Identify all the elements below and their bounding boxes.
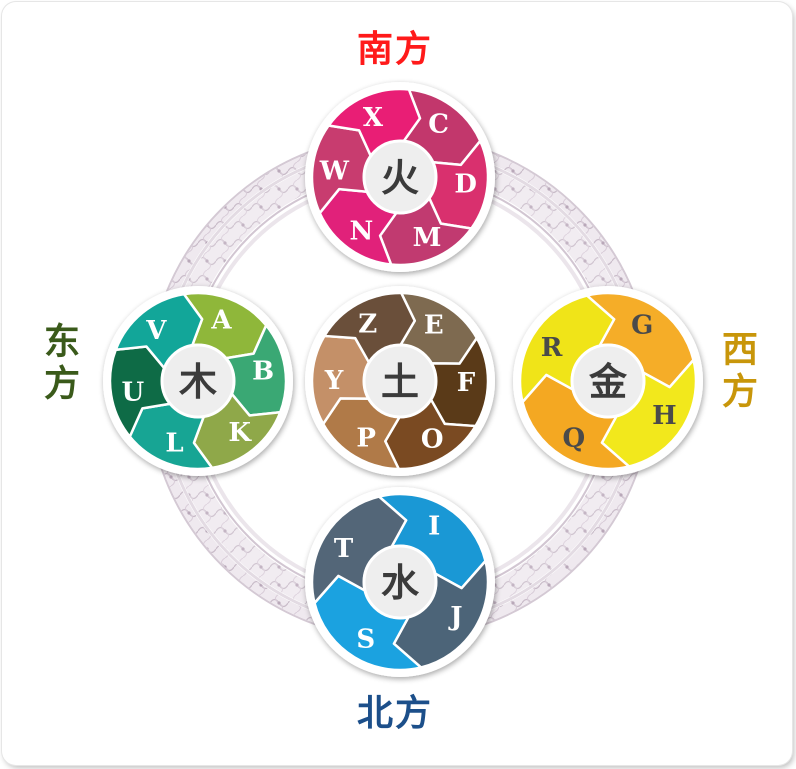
element-character-fire: 火 <box>381 156 419 200</box>
letter-S: S <box>356 624 375 654</box>
hub-metal <box>570 343 646 419</box>
element-character-earth: 土 <box>381 360 419 404</box>
letter-D: D <box>454 170 477 200</box>
letter-C: C <box>428 109 449 139</box>
direction-south-label: 南方 <box>357 29 434 70</box>
letter-F: F <box>457 368 476 398</box>
element-character-wood: 木 <box>179 360 217 404</box>
letter-H: H <box>652 401 677 431</box>
letter-Y: Y <box>324 366 344 396</box>
letter-K: K <box>228 418 252 448</box>
element-wheel-metal: G H Q R金 <box>513 286 703 476</box>
letter-A: A <box>210 305 232 335</box>
letter-J: J <box>448 602 462 632</box>
hub-earth <box>362 343 438 419</box>
letter-R: R <box>541 333 563 363</box>
letter-X: X <box>363 103 384 133</box>
letter-L: L <box>165 429 183 459</box>
direction-east-label: 东方 <box>38 322 79 406</box>
letter-M: M <box>413 223 442 253</box>
letter-T: T <box>334 534 354 564</box>
letter-I: I <box>428 512 440 542</box>
element-wheel-fire: C DM N WX火 <box>305 82 495 272</box>
hub-fire <box>362 139 438 215</box>
letter-E: E <box>424 310 444 340</box>
element-wheel-wood: AB K LU V木 <box>103 286 293 476</box>
letter-G: G <box>631 311 653 341</box>
letter-B: B <box>252 356 274 386</box>
letter-U: U <box>122 378 145 408</box>
element-character-metal: 金 <box>588 360 628 404</box>
letter-V: V <box>145 316 167 346</box>
element-character-water: 水 <box>381 561 420 605</box>
direction-west-label: 西方 <box>716 330 757 414</box>
hub-water <box>362 544 438 620</box>
element-wheel-water: I J S T水 <box>305 487 495 677</box>
direction-north-label: 北方 <box>357 693 434 734</box>
letter-O: O <box>421 425 444 455</box>
hub-wood <box>160 343 236 419</box>
letter-N: N <box>350 217 374 247</box>
letter-P: P <box>356 424 376 454</box>
letter-W: W <box>319 156 350 186</box>
letter-Z: Z <box>358 309 377 339</box>
letter-Q: Q <box>562 423 585 453</box>
